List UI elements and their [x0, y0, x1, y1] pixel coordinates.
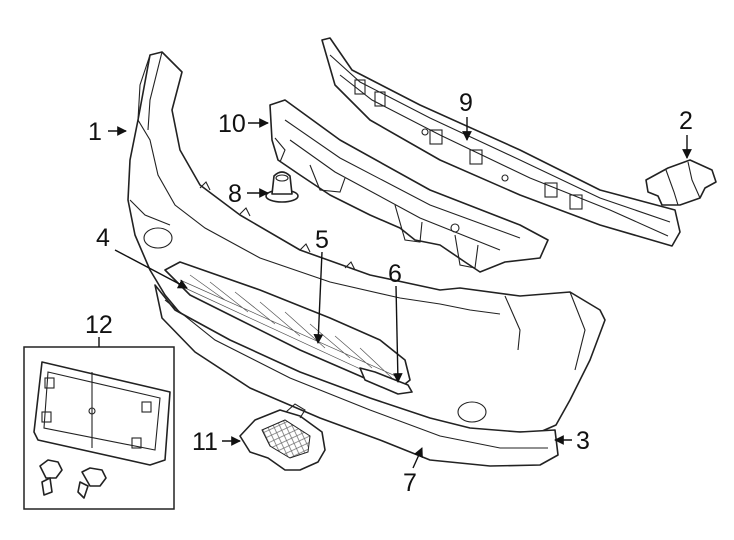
energy-absorber: [269, 99, 549, 273]
callout-10: 10: [218, 110, 246, 138]
lower-grille: [164, 261, 411, 393]
callout-9: 9: [459, 89, 473, 117]
callout-12: 12: [85, 311, 113, 339]
callout-11: 11: [192, 428, 218, 456]
tow-hook-cover: [239, 403, 326, 471]
callout-7: 7: [403, 469, 417, 497]
callout-2: 2: [679, 107, 693, 135]
callout-5: 5: [315, 226, 329, 254]
push-pin-retainer: [265, 171, 299, 203]
bumper-cover: [127, 51, 606, 435]
grille-trim: [359, 367, 413, 395]
lower-valance: [154, 284, 559, 467]
callout-1: 1: [88, 118, 102, 146]
license-plate-kit-box: [23, 346, 175, 510]
callout-4: 4: [96, 224, 110, 252]
bolt-left: [39, 459, 63, 496]
bolt-right: [77, 467, 107, 499]
reinforcement-beam: [321, 37, 681, 247]
callout-3: 3: [576, 427, 590, 455]
leader-lines: [98, 117, 692, 469]
side-bracket: [645, 159, 717, 206]
callout-6: 6: [388, 260, 402, 288]
callout-8: 8: [228, 180, 242, 208]
